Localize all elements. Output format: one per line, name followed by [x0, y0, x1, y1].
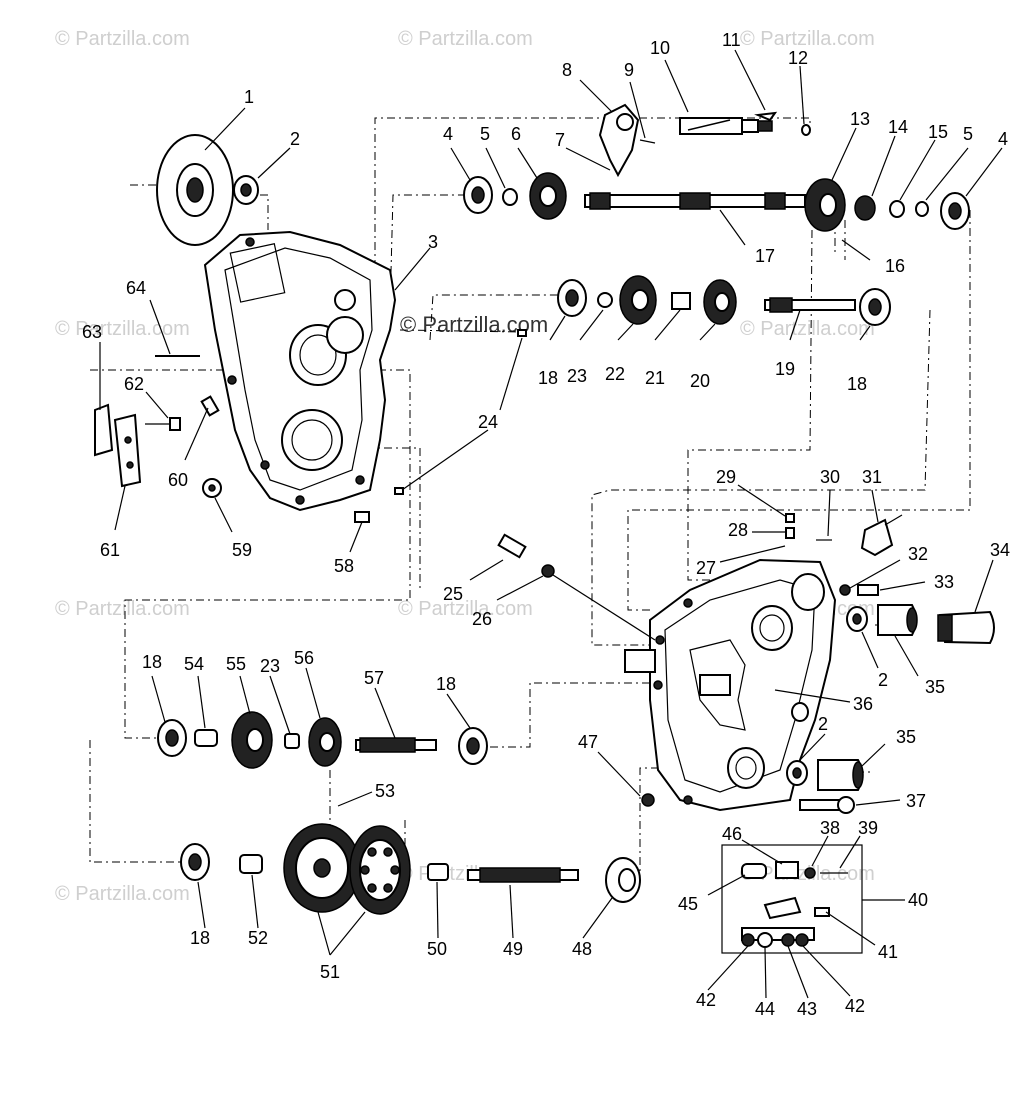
callout-label: 54 — [184, 654, 204, 674]
callout-label: 34 — [990, 540, 1010, 560]
callout-label: 27 — [696, 558, 716, 578]
callout-label: 4 — [443, 124, 453, 144]
callout-label: 5 — [963, 124, 973, 144]
callout-label: 33 — [934, 572, 954, 592]
callout-label: 55 — [226, 654, 246, 674]
callout-label: 2 — [878, 670, 888, 690]
callout-label: 10 — [650, 38, 670, 58]
callout-label: 26 — [472, 609, 492, 629]
callout-label: 64 — [126, 278, 146, 298]
callout-label: 36 — [853, 694, 873, 714]
watermark: © Partzilla.com — [55, 598, 190, 620]
callout-label: 31 — [862, 467, 882, 487]
callout-label: 38 — [820, 818, 840, 838]
callout-label: 18 — [538, 368, 558, 388]
callout-label: 35 — [925, 677, 945, 697]
callout-label: 14 — [888, 117, 908, 137]
right-case-half — [624, 558, 837, 812]
callout-label: 41 — [878, 942, 898, 962]
leader-lines — [99, 49, 1003, 999]
left-case-half — [203, 230, 397, 512]
callout-label: 20 — [690, 371, 710, 391]
watermark: © Partzilla.com — [740, 318, 875, 340]
callout-label: 61 — [100, 540, 120, 560]
top-shaft-assembly — [463, 103, 970, 232]
callout-label: 18 — [436, 674, 456, 694]
callout-label: 9 — [624, 60, 634, 80]
callout-label: 49 — [503, 939, 523, 959]
callout-label: 30 — [820, 467, 840, 487]
callout-label: 23 — [567, 366, 587, 386]
watermark: © Partzilla.com — [740, 28, 875, 50]
callout-label: 47 — [578, 732, 598, 752]
callout-label: 15 — [928, 122, 948, 142]
callout-label: 42 — [696, 990, 716, 1010]
callout-label: 6 — [511, 124, 521, 144]
callout-label: 24 — [478, 412, 498, 432]
middle-shaft-assembly — [557, 275, 891, 326]
watermark: © Partzilla.com — [55, 318, 190, 340]
callout-label: 40 — [908, 890, 928, 910]
callout-label: 57 — [364, 668, 384, 688]
callout-label: 29 — [716, 467, 736, 487]
callout-label: 16 — [885, 256, 905, 276]
drive-disc — [156, 134, 259, 246]
callout-label: 2 — [818, 714, 828, 734]
callout-label: 50 — [427, 939, 447, 959]
callout-label: 39 — [858, 818, 878, 838]
callout-label: 7 — [555, 130, 565, 150]
callout-label: 63 — [82, 322, 102, 342]
callout-label: 42 — [845, 996, 865, 1016]
callout-label: 4 — [998, 129, 1008, 149]
shift-linkage-box — [721, 844, 863, 954]
left-small-parts — [94, 329, 527, 523]
callout-label: 8 — [562, 60, 572, 80]
callout-label: 56 — [294, 648, 314, 668]
callout-label: 12 — [788, 48, 808, 68]
callout-label: 1 — [244, 87, 254, 107]
callout-label: 5 — [480, 124, 490, 144]
right-small-parts — [497, 513, 995, 814]
callout-label: 32 — [908, 544, 928, 564]
callout-label: 3 — [428, 232, 438, 252]
watermark: © Partzilla.com — [55, 28, 190, 50]
callout-label: 44 — [755, 999, 775, 1019]
callout-label: 21 — [645, 368, 665, 388]
callout-label: 18 — [847, 374, 867, 394]
callout-label: 60 — [168, 470, 188, 490]
callout-label: 45 — [678, 894, 698, 914]
lower-shaft-assembly — [180, 823, 641, 915]
callout-label: 18 — [190, 928, 210, 948]
callout-label: 22 — [605, 364, 625, 384]
callout-label: 43 — [797, 999, 817, 1019]
callout-label: 52 — [248, 928, 268, 948]
callout-label: 48 — [572, 939, 592, 959]
callout-label: 17 — [755, 246, 775, 266]
callout-label: 35 — [896, 727, 916, 747]
callout-label: 53 — [375, 781, 395, 801]
reverse-shaft-assembly — [157, 711, 488, 769]
callout-label: 23 — [260, 656, 280, 676]
callout-label: 51 — [320, 962, 340, 982]
callout-label: 2 — [290, 129, 300, 149]
callout-label: 18 — [142, 652, 162, 672]
callout-label: 28 — [728, 520, 748, 540]
callout-label: 13 — [850, 109, 870, 129]
callout-label: 11 — [722, 30, 741, 50]
callout-label: 59 — [232, 540, 252, 560]
callout-label: 46 — [722, 824, 742, 844]
callout-labels: 1 2 3 4 5 6 7 8 9 10 11 12 13 14 15 5 4 … — [82, 30, 1010, 1019]
callout-label: 62 — [124, 374, 144, 394]
watermark: © Partzilla.com — [55, 883, 190, 905]
callout-label: 37 — [906, 791, 926, 811]
watermark: © Partzilla.com — [398, 598, 533, 620]
callout-label: 25 — [443, 584, 463, 604]
watermark: © Partzilla.com — [398, 28, 533, 50]
callout-label: 19 — [775, 359, 795, 379]
callout-label: 58 — [334, 556, 354, 576]
